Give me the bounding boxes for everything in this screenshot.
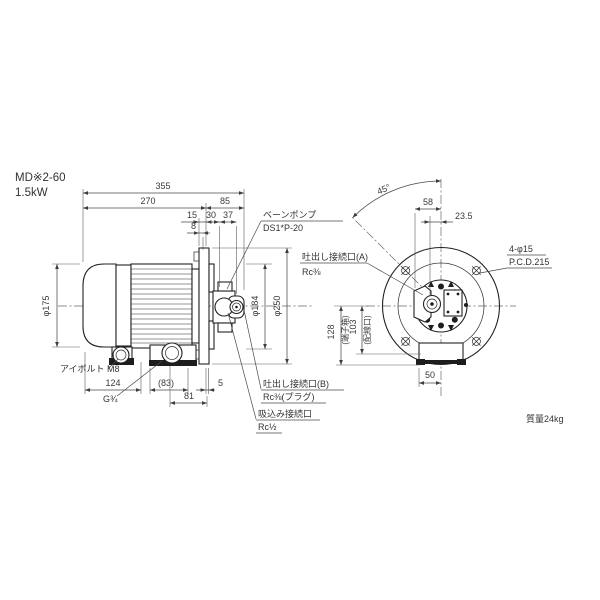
dim-128: 128 (端子箱) — [326, 305, 420, 366]
dim-45-label: 45° — [376, 182, 393, 197]
dim-103: 103 (配線口) — [348, 306, 421, 355]
label-bolt-holes: 4-φ15 P.C.D.215 — [479, 244, 552, 274]
flange-bolt-holes — [401, 266, 481, 346]
power-rating: 1.5kW — [15, 187, 48, 199]
dim-37-label: 37 — [223, 210, 233, 220]
dim-270-label: 270 — [140, 196, 155, 206]
discharge-port-a-boss — [413, 285, 432, 323]
vane-pump-name: ベーンポンプ — [263, 210, 316, 220]
label-suction: 吸込み接続口 Rc½ — [227, 312, 320, 434]
dim-128-label: 128 — [326, 324, 336, 339]
dim-81: 81 — [169, 366, 208, 407]
dim-83: (83) — [149, 368, 189, 394]
dim-235: 23.5 — [421, 211, 473, 296]
dim-5-label: 5 — [218, 378, 223, 388]
dim-85-label: 85 — [220, 196, 230, 206]
label-g34: G¾ — [103, 360, 163, 404]
flange-outer-circle — [381, 246, 501, 366]
pump-head — [212, 281, 245, 333]
dim-30-label: 30 — [206, 210, 216, 220]
dim-270: 270 — [83, 196, 207, 246]
discharge-a-spec: Rc⅜ — [302, 267, 321, 277]
label-discharge-b: 吐出し接続口(B) Rc⅜(プラグ) — [243, 309, 344, 404]
dim-phi184: φ184 — [246, 263, 272, 350]
dim-124-label: 124 — [105, 378, 120, 388]
dim-355-label: 355 — [155, 181, 170, 191]
label-eyebolt: アイボルト M8 — [60, 358, 120, 374]
dim-103-label: 103 — [348, 319, 358, 334]
dim-83-label: (83) — [158, 378, 174, 388]
label-discharge-a: 吐出し接続口(A) Rc⅜ — [300, 251, 424, 296]
conduit-port-side — [161, 342, 183, 364]
dim-30-37: 30 37 — [206, 210, 237, 294]
dim-phi250-label: φ250 — [272, 296, 282, 317]
vane-pump-model: DS1*P-20 — [263, 223, 303, 233]
motor-body — [82, 263, 200, 349]
dim-85: 85 — [206, 196, 244, 210]
dim-235-label: 23.5 — [455, 211, 473, 221]
dim-103-note: (配線口) — [362, 315, 372, 345]
pump-face — [413, 279, 468, 333]
dim-124: 124 — [84, 352, 142, 394]
dim-5: 5 — [196, 368, 223, 394]
dim-phi175-label: φ175 — [41, 296, 51, 317]
g34-label: G¾ — [103, 394, 118, 404]
dim-355: 355 — [82, 181, 245, 290]
model-number: MD※2-60 — [15, 172, 66, 184]
dim-81-label: 81 — [184, 391, 194, 401]
pcd-label: P.C.D.215 — [509, 257, 549, 267]
eyebolt-label: アイボルト M8 — [60, 364, 120, 374]
motor-feet — [109, 342, 197, 366]
dim-58: 58 — [414, 197, 441, 288]
suction-label: 吸込み接続口 — [258, 408, 312, 419]
dim-phi250: φ250 — [212, 247, 292, 365]
eyebolt-boss — [112, 346, 130, 364]
mounting-flange — [193, 247, 215, 365]
side-view: 355 270 85 15 30 37 — [41, 181, 344, 434]
label-vane-pump: ベーンポンプ DS1*P-20 — [226, 210, 343, 290]
dim-phi175: φ175 — [41, 263, 80, 348]
terminal-box-front — [443, 289, 463, 317]
motor-fins — [131, 268, 192, 344]
discharge-b-label: 吐出し接続口(B) — [263, 378, 329, 389]
dim-45deg: 45° — [352, 179, 442, 218]
dim-8: 8 — [187, 221, 210, 250]
mass-label: 質量24kg — [526, 413, 564, 424]
dim-15-label: 15 — [187, 210, 197, 220]
title-block: MD※2-60 1.5kW 質量24kg — [15, 172, 564, 424]
suction-spec: Rc½ — [258, 422, 277, 432]
dim-128-note: (端子箱) — [340, 315, 350, 345]
front-foot — [416, 342, 466, 365]
dim-phi184-label: φ184 — [250, 296, 260, 317]
dim-50-label: 50 — [425, 370, 435, 380]
discharge-b-spec: Rc⅜(プラグ) — [263, 391, 315, 402]
dim-50: 50 — [418, 368, 441, 387]
discharge-a-label: 吐出し接続口(A) — [302, 251, 368, 262]
dim-8-label: 8 — [191, 221, 196, 231]
dim-58-label: 58 — [423, 197, 433, 207]
bolt-holes-label: 4-φ15 — [509, 244, 533, 254]
front-view: 45° 58 23.5 4-φ15 P.C.D.215 吐 — [300, 179, 552, 397]
